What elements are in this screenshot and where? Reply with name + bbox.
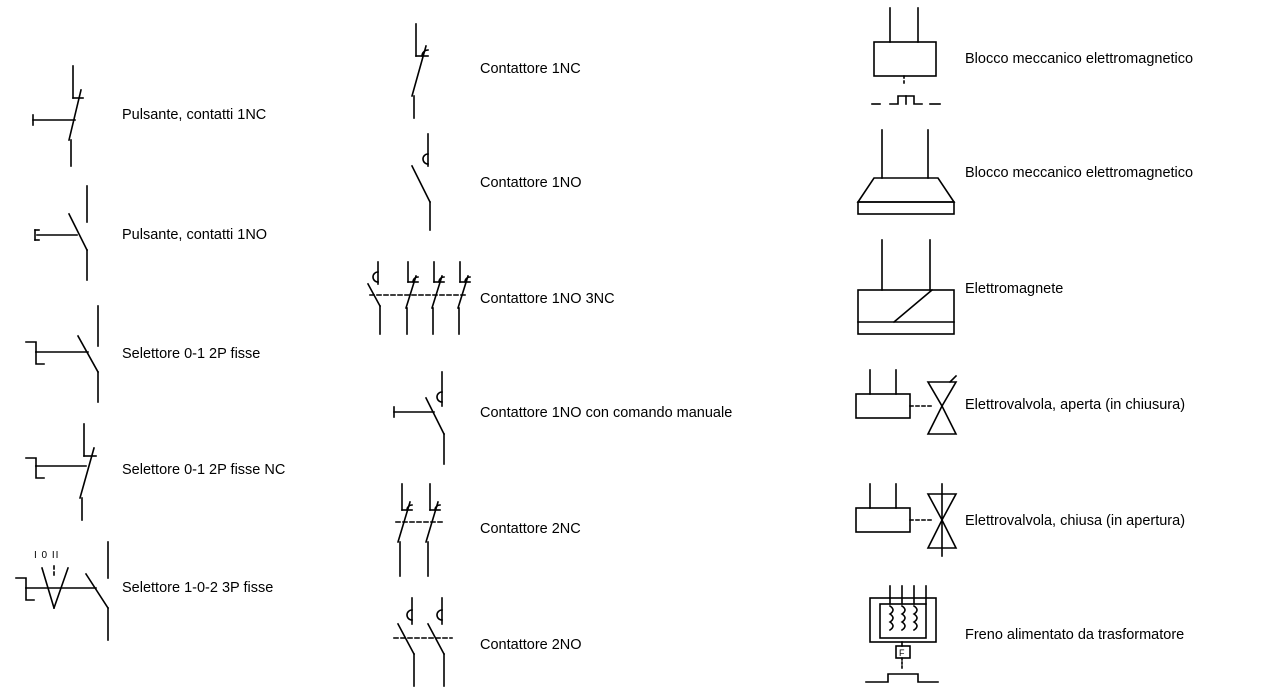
label-pulsante-1no: Pulsante, contatti 1NO [122,227,268,243]
symbol-contattore-1nc [400,20,440,122]
symbol-blocco-meccanico-1 [866,4,956,116]
label-selettore-1-0-2: Selettore 1-0-2 3P fisse [122,580,274,596]
label-contattore-1no: Contattore 1NO [480,175,582,191]
selector-positions-text: I 0 II [34,550,59,561]
label-selettore-0-1-nc: Selettore 0-1 2P fisse NC [122,462,286,478]
symbol-elettrovalvola-chiusa [852,480,962,560]
freno-letter: F [899,648,905,658]
label-blocco-meccanico-1: Blocco meccanico elettromagnetico [965,51,1194,67]
symbol-contattore-1no-manuale [386,368,456,468]
symbol-elettrovalvola-aperta [852,366,962,446]
symbol-pulsante-1no [25,182,95,284]
symbol-selettore-0-1 [22,302,102,406]
symbol-pulsante-1nc [25,62,95,170]
label-contattore-2no: Contattore 2NO [480,637,582,653]
symbol-contattore-2no [390,594,460,690]
symbol-elettromagnete [852,236,962,340]
label-elettromagnete: Elettromagnete [965,281,1064,297]
symbol-contattore-1no-3nc [364,258,474,338]
symbol-selettore-0-1-nc [22,420,102,524]
label-elettrovalvola-chiusa: Elettrovalvola, chiusa (in apertura) [965,513,1186,529]
label-elettrovalvola-aperta: Elettrovalvola, aperta (in chiusura) [965,397,1186,413]
label-contattore-1no-manuale: Contattore 1NO con comando manuale [480,405,733,421]
label-contattore-1no-3nc: Contattore 1NO 3NC [480,291,615,307]
label-freno-trasformatore: Freno alimentato da trasformatore [965,627,1185,643]
symbol-contattore-2nc [390,480,450,580]
label-contattore-2nc: Contattore 2NC [480,521,581,537]
symbol-contattore-1no [400,130,440,234]
label-contattore-1nc: Contattore 1NC [480,61,581,77]
label-blocco-meccanico-2: Blocco meccanico elettromagnetico [965,165,1194,181]
symbol-selettore-1-0-2: I 0 II [12,538,116,644]
label-selettore-0-1: Selettore 0-1 2P fisse [122,346,261,362]
symbol-blocco-meccanico-2 [852,126,962,222]
symbol-freno-trasformatore: F [862,584,952,690]
label-pulsante-1nc: Pulsante, contatti 1NC [122,107,267,123]
